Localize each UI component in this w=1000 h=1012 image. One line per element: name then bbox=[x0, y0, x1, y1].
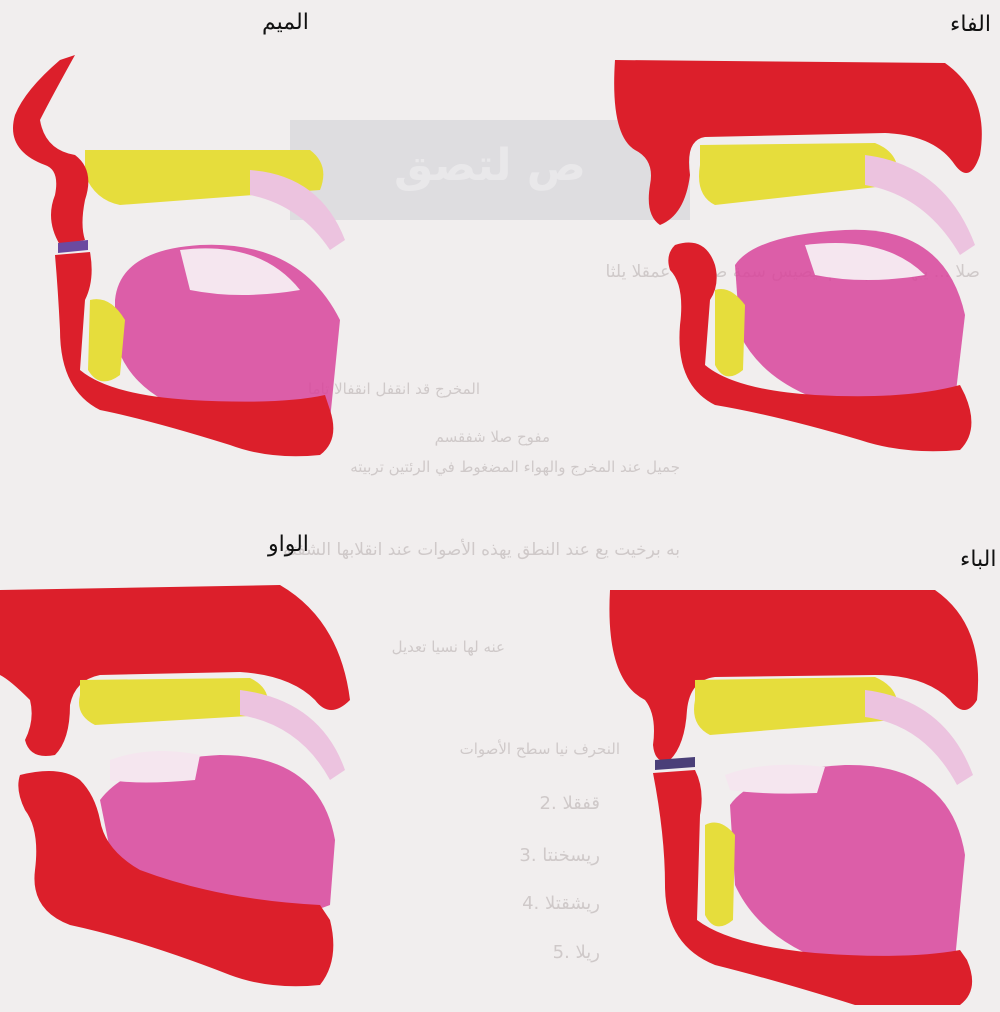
palate bbox=[79, 678, 268, 725]
waw-mouth-diagram bbox=[0, 580, 370, 1000]
tongue-highlight bbox=[110, 751, 200, 783]
label-baa: الباء bbox=[960, 547, 997, 572]
label-faa: الفاء bbox=[950, 12, 991, 37]
tongue-highlight bbox=[725, 765, 825, 794]
lower-teeth bbox=[715, 289, 745, 376]
background-line: قفقلا .2 bbox=[540, 793, 600, 814]
label-meem: الميم bbox=[262, 10, 309, 35]
label-waw: الواو bbox=[268, 532, 309, 557]
meem-mouth-diagram bbox=[0, 0, 370, 480]
background-line: ريلا .5 bbox=[553, 942, 600, 963]
background-line: جميل عند المخرج والهواء المضغوط في الرئت… bbox=[350, 458, 680, 476]
background-line: مفوح صلا شفقسم bbox=[435, 428, 550, 446]
upper-lip bbox=[13, 55, 88, 245]
background-line: ريشقتلا .4 bbox=[522, 893, 600, 914]
background-line: ريسخنتا .3 bbox=[519, 845, 600, 866]
background-line: عنه لها نسيا تعديل bbox=[392, 638, 505, 656]
faa-mouth-diagram bbox=[605, 55, 1000, 455]
tongue bbox=[730, 765, 965, 971]
baa-mouth-diagram bbox=[605, 585, 1000, 1005]
background-line: به برخيت يع عند النطق يهذه الأصوات عند ا… bbox=[283, 540, 680, 560]
background-line: النحرف نيا سطح الأصوات bbox=[460, 740, 620, 758]
lower-teeth bbox=[705, 823, 735, 927]
